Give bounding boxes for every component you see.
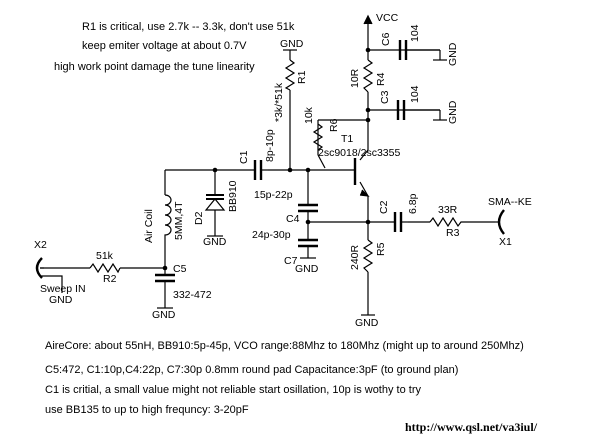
junction-dots — [162, 47, 371, 271]
c3-value: 104 — [409, 85, 421, 103]
gnd-label-x2: GND — [49, 294, 73, 306]
r1-label: R1 — [296, 70, 308, 84]
d2-label: D2 — [193, 211, 205, 225]
coil-value: 5MM,4T — [173, 201, 185, 240]
note-emitter-voltage: keep emiter voltage at about 0.7V — [82, 40, 247, 52]
input-connector-x2-icon — [35, 257, 44, 279]
capacitor-c3-symbol — [396, 100, 441, 120]
capacitor-c4-symbol — [298, 203, 318, 215]
air-coil-inductor-symbol — [164, 194, 172, 240]
r3-label: R3 — [446, 227, 460, 239]
gnd-label-c3: GND — [447, 100, 459, 124]
x2-label: X2 — [34, 239, 47, 251]
t1-label: T1 — [341, 133, 353, 145]
sweep-in-label: Sweep IN — [40, 283, 86, 295]
resistor-r6-symbol — [312, 123, 324, 151]
resistor-r3-symbol — [429, 216, 464, 228]
source-url-link[interactable]: http://www.qsl.net/va3iul/ — [405, 420, 538, 434]
r5-value: 240R — [349, 244, 361, 270]
vcc-arrow-icon — [363, 14, 373, 25]
r6-value: 10k — [303, 106, 315, 124]
c1-label: C1 — [238, 150, 250, 164]
r1-value: *3k/*51k — [273, 82, 285, 122]
gnd-label-c5: GND — [152, 309, 176, 321]
d2-value: BB910 — [227, 180, 239, 212]
transistor-t1-symbol — [353, 158, 370, 197]
t1-value: 2sc9018/2sc3355 — [318, 147, 400, 159]
note-r1-critical: R1 is critical, use 2.7k -- 3.3k, don't … — [82, 21, 295, 33]
note-c1-critical: C1 is critial, a small value might not r… — [45, 384, 421, 396]
c4-label: C4 — [286, 213, 300, 225]
r6-label: R6 — [328, 118, 340, 132]
note-capacitor-values: C5:472, C1:10p,C4:22p, C7:30p 0.8mm roun… — [45, 364, 459, 376]
gnd-label-d2: GND — [203, 236, 227, 248]
r3-value: 33R — [438, 204, 458, 216]
r5-label: R5 — [375, 242, 387, 256]
x1-label: X1 — [499, 236, 512, 248]
varactor-d2-symbol — [204, 194, 226, 237]
capacitor-c7-symbol — [298, 238, 318, 259]
c1-value: 8p-10p — [264, 129, 276, 162]
c7-value: 24p-30p — [252, 229, 291, 241]
resistor-r2-symbol — [89, 262, 121, 274]
note-work-point: high work point damage the tune linearit… — [54, 61, 255, 73]
c7-label: C7 — [284, 255, 298, 267]
r2-value: 51k — [96, 250, 114, 262]
r4-value: 10R — [349, 68, 361, 88]
sma-connector-x1-icon — [495, 209, 505, 235]
gnd-label-r1: GND — [280, 38, 304, 50]
c3-label: C3 — [379, 90, 391, 104]
c5-value: 332-472 — [173, 289, 212, 301]
c6-value: 104 — [409, 24, 421, 42]
gnd-label-c6: GND — [447, 42, 459, 66]
c4-value: 15p-22p — [254, 189, 293, 201]
air-coil-label: Air Coil — [143, 209, 155, 243]
vcc-label: VCC — [376, 12, 399, 24]
resistor-r1-symbol — [284, 59, 296, 91]
resistor-r4-symbol — [362, 59, 374, 93]
capacitor-c5-symbol — [155, 273, 175, 309]
capacitor-c6-symbol — [398, 40, 441, 60]
gnd-label-c7: GND — [295, 263, 319, 275]
sma-label: SMA--KE — [488, 196, 532, 208]
c2-label: C2 — [378, 200, 390, 214]
r2-label: R2 — [103, 273, 117, 285]
c2-value: 6.8p — [407, 193, 419, 214]
note-bb135: use BB135 to up to high frequncy: 3-20pF — [45, 404, 249, 416]
capacitor-c1-symbol — [253, 160, 268, 180]
capacitor-c2-symbol — [393, 212, 408, 232]
gnd-label-r5: GND — [355, 317, 379, 329]
c6-label: C6 — [380, 32, 392, 46]
r4-label: R4 — [375, 72, 387, 86]
note-aircore: AireCore: about 55nH, BB910:5p-45p, VCO … — [45, 340, 524, 352]
resistor-r5-symbol — [361, 239, 375, 316]
c5-label: C5 — [173, 263, 187, 275]
